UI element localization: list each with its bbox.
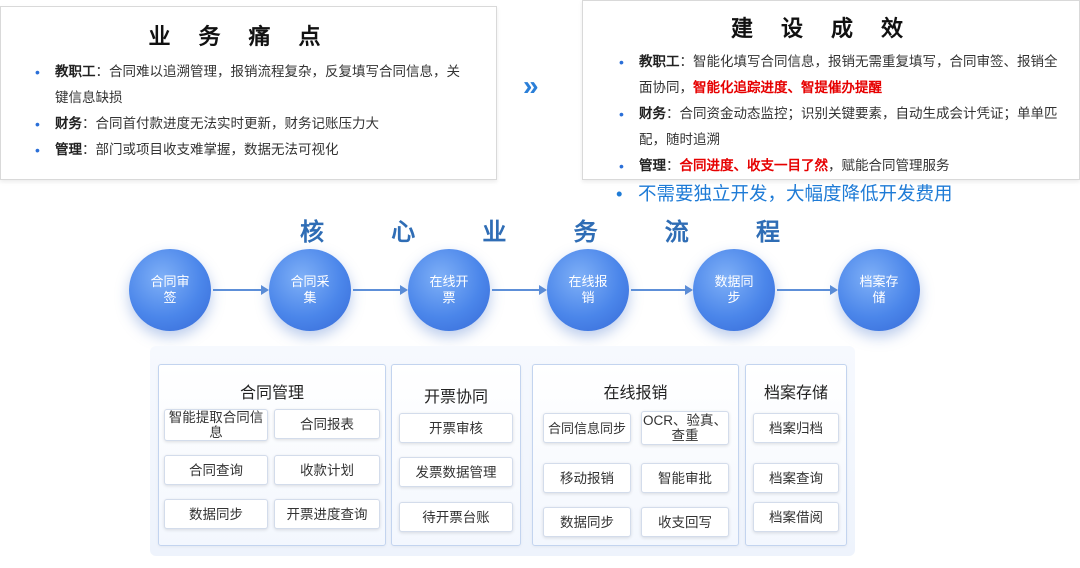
flow-step-contract-collection: 合同采集 xyxy=(269,249,351,331)
item-invoice-progress-query[interactable]: 开票进度查询 xyxy=(274,499,380,529)
bullet-icon: • xyxy=(619,106,624,122)
item-pending-invoice-ledger[interactable]: 待开票台账 xyxy=(399,502,513,532)
item-payment-plan[interactable]: 收款计划 xyxy=(274,455,380,485)
bullet-icon: • xyxy=(35,142,40,158)
item-label: 管理 xyxy=(55,142,82,157)
item-archive-borrowing[interactable]: 档案借阅 xyxy=(753,502,839,532)
flow-step-data-sync: 数据同步 xyxy=(693,249,775,331)
bullet-icon: • xyxy=(35,64,40,80)
item-highlight: 智能化追踪进度、智提催办提醒 xyxy=(693,80,882,95)
title-char: 流 xyxy=(664,219,689,246)
item-archive-query[interactable]: 档案查询 xyxy=(753,463,839,493)
pain-points-panel: 业务痛点 • 教职工：合同难以追溯管理，报销流程复杂，反复填写合同信息，关键信息缺… xyxy=(0,6,497,180)
module-title: 在线报销 xyxy=(603,385,668,402)
title-char: 心 xyxy=(391,219,416,246)
module-online-reimbursement: 在线报销 合同信息同步 OCR、验真、查重 移动报销 智能审批 数据同步 收支回… xyxy=(532,364,739,546)
module-contract-management: 合同管理 智能提取合同信息 合同报表 合同查询 收款计划 数据同步 开票进度查询 xyxy=(158,364,386,546)
flow-step-contract-signing: 合同审签 xyxy=(129,249,211,331)
bullet-icon: • xyxy=(619,158,624,174)
module-title: 合同管理 xyxy=(239,385,304,402)
item-label: 财务 xyxy=(639,106,666,121)
flow-arrow xyxy=(777,285,838,295)
list-item: • 教职工：合同难以追溯管理，报销流程复杂，反复填写合同信息，关键信息缺损 xyxy=(31,59,472,111)
item-text: ：智能化填写合同信息，报销无需重复填写，合同审签、报销全面协同， xyxy=(639,54,1058,95)
list-item: • 教职工：智能化填写合同信息，报销无需重复填写，合同审签、报销全面协同，智能化追… xyxy=(615,49,1067,101)
flow-arrow xyxy=(353,285,408,295)
item-label: 财务 xyxy=(55,116,82,131)
step-label: 合同采集 xyxy=(290,274,330,305)
flow-arrow xyxy=(213,285,269,295)
title-char: 核 xyxy=(300,219,324,246)
item-label: 教职工 xyxy=(55,64,96,79)
item-tail: ，赋能合同管理服务 xyxy=(828,158,950,173)
item-text: ：部门或项目收支难掌握，数据无法可视化 xyxy=(82,142,339,157)
list-item: • 管理：合同进度、收支一目了然，赋能合同管理服务 xyxy=(615,153,1067,179)
double-chevron-right-icon: » xyxy=(523,70,538,101)
step-label: 合同审签 xyxy=(150,274,190,305)
item-text: ：合同难以追溯管理，报销流程复杂，反复填写合同信息，关键信息缺损 xyxy=(55,64,460,105)
item-text: ：合同资金动态监控；识别关键要素，自动生成会计凭证；单单匹配，随时追溯 xyxy=(639,106,1058,147)
title-char: 业 xyxy=(482,219,507,246)
item-ocr-verify[interactable]: OCR、验真、查重 xyxy=(641,411,729,445)
item-archive-filing[interactable]: 档案归档 xyxy=(753,413,839,443)
module-title: 开票协同 xyxy=(423,389,488,406)
title-char: 务 xyxy=(573,219,598,246)
list-item: • 财务：合同首付款进度无法实时更新，财务记账压力大 xyxy=(31,111,472,137)
flow-step-online-reimbursement: 在线报销 xyxy=(547,249,629,331)
item-contract-info-sync[interactable]: 合同信息同步 xyxy=(543,413,631,443)
step-label: 在线报销 xyxy=(568,274,608,305)
module-title: 档案存储 xyxy=(763,385,828,402)
item-label: 管理 xyxy=(639,158,666,173)
item-contract-query[interactable]: 合同查询 xyxy=(164,455,268,485)
bullet-icon: • xyxy=(616,183,623,204)
core-flow-title: 核 心 业 务 流 程 xyxy=(300,212,780,247)
module-invoice-collaboration: 开票协同 开票审核 发票数据管理 待开票台账 xyxy=(391,364,521,546)
item-mobile-reimbursement[interactable]: 移动报销 xyxy=(543,463,631,493)
item-data-sync[interactable]: 数据同步 xyxy=(543,507,631,537)
item-income-expense-writeback[interactable]: 收支回写 xyxy=(641,507,729,537)
step-label: 数据同步 xyxy=(714,274,754,305)
item-smart-approval[interactable]: 智能审批 xyxy=(641,463,729,493)
results-panel: 建设成效 • 教职工：智能化填写合同信息，报销无需重复填写，合同审签、报销全面协同… xyxy=(582,0,1080,180)
item-text: ：合同首付款进度无法实时更新，财务记账压力大 xyxy=(82,116,379,131)
bullet-icon: • xyxy=(619,54,624,70)
item-invoice-data-management[interactable]: 发票数据管理 xyxy=(399,457,513,487)
pain-points-list: • 教职工：合同难以追溯管理，报销流程复杂，反复填写合同信息，关键信息缺损 • 财务… xyxy=(1,59,496,163)
item-smart-extract[interactable]: 智能提取合同信息 xyxy=(164,409,268,441)
module-archive-storage: 档案存储 档案归档 档案查询 档案借阅 xyxy=(745,364,847,546)
bullet-icon: • xyxy=(35,116,40,132)
item-data-sync[interactable]: 数据同步 xyxy=(164,499,268,529)
flow-arrow xyxy=(492,285,547,295)
highlight-text: 不需要独立开发，大幅度降低开发费用 xyxy=(638,183,953,204)
item-contract-report[interactable]: 合同报表 xyxy=(274,409,380,439)
item-label: 教职工 xyxy=(639,54,680,69)
item-invoice-review[interactable]: 开票审核 xyxy=(399,413,513,443)
item-text: ： xyxy=(666,158,680,173)
flow-arrow xyxy=(631,285,693,295)
step-label: 档案存储 xyxy=(859,274,899,305)
item-highlight: 合同进度、收支一目了然 xyxy=(679,158,829,173)
step-label: 在线开票 xyxy=(429,274,469,305)
results-list: • 教职工：智能化填写合同信息，报销无需重复填写，合同审签、报销全面协同，智能化追… xyxy=(583,49,1079,179)
pain-points-title: 业务痛点 xyxy=(148,24,349,49)
flow-step-archive-storage: 档案存储 xyxy=(838,249,920,331)
highlight-line: • 不需要独立开发，大幅度降低开发费用 xyxy=(616,180,953,206)
list-item: • 管理：部门或项目收支难掌握，数据无法可视化 xyxy=(31,137,472,163)
title-char: 程 xyxy=(755,219,780,246)
results-title: 建设成效 xyxy=(730,16,931,41)
flow-step-online-invoicing: 在线开票 xyxy=(408,249,490,331)
list-item: • 财务：合同资金动态监控；识别关键要素，自动生成会计凭证；单单匹配，随时追溯 xyxy=(615,101,1067,153)
